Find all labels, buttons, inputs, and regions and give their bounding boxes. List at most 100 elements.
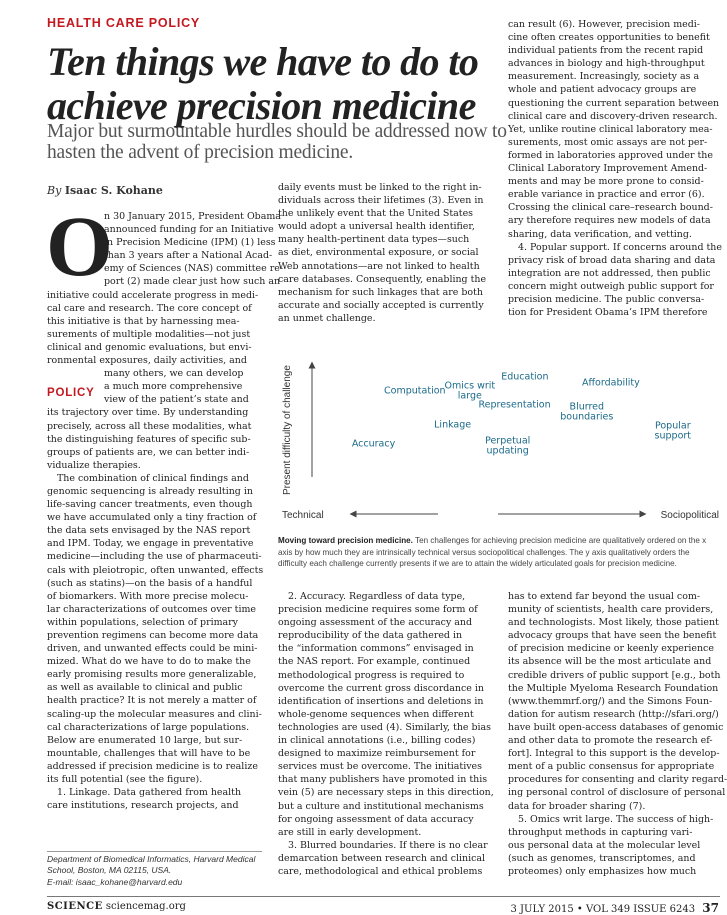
text-line: mized. What do we have to do to make the: [47, 656, 251, 668]
text-line: of precision medicine or keenly experien…: [508, 643, 714, 655]
chart-point-label: Accuracy: [352, 439, 396, 450]
chart-point-label: Representation: [478, 400, 550, 411]
text-line: emy of Sciences (NAS) committee re-: [104, 263, 284, 275]
text-line: has to extend far beyond the usual com-: [508, 591, 701, 602]
caption-body: Ten challenges for achieving precision m…: [278, 536, 707, 568]
text-line: data for broader sharing (7).: [508, 800, 646, 812]
text-line: ongoing assessment of the accuracy and: [278, 617, 473, 629]
text-line: as well as available to clinical and pub…: [47, 682, 243, 694]
text-line: and other data to promote the research e…: [508, 735, 713, 747]
text-line: procedures for consenting and clarity re…: [508, 774, 727, 786]
text-line: its absence will be the most articulate …: [508, 656, 712, 668]
text-line: dation for autism research (http://sfari…: [508, 708, 719, 720]
chart-point-label-line: large: [458, 391, 482, 402]
text-line: within populations, selection of primary: [47, 616, 239, 628]
text-line: dividuals across their lifetimes (3). Ev…: [278, 195, 484, 207]
text-line: precision medicine. The public conversa-: [508, 293, 705, 305]
text-line: mechanism for such linkages that are bot…: [278, 286, 483, 298]
text-line: announced funding for an Initiative: [104, 224, 274, 236]
text-line: the data sets envisaged by the NAS repor…: [47, 525, 251, 537]
text-line: ment of a public consensus for appropria…: [508, 761, 715, 773]
text-line: prevention regimens can become more data: [47, 630, 259, 641]
dek: Major but surmountable hurdles should be…: [47, 121, 507, 163]
text-line: ing personal control of disclosure of pe…: [508, 787, 726, 799]
text-line: the “information commons” envisaged in: [278, 643, 474, 655]
text-line: proteomes) only emphasizes how much: [508, 865, 697, 877]
text-line: Below are enumerated 10 large, but sur-: [47, 734, 243, 746]
text-line: overcome the current gross discordance i…: [278, 682, 484, 694]
column-3: can result (6). However, precision medi-…: [508, 18, 722, 319]
text-line: and IPM. Today, we engage in preventativ…: [47, 538, 254, 550]
text-line: life-saving cancer treatments, even thou…: [47, 499, 253, 511]
text-line: an unmet challenge.: [278, 312, 376, 324]
text-line: identification of insertions and deletio…: [278, 695, 484, 707]
text-line: formed in laboratories approved under th…: [508, 149, 713, 161]
text-line: tion for President Obama’s IPM therefore: [508, 307, 708, 319]
text-line: its full potential (see the figure).: [47, 774, 203, 786]
affiliation-line: School, Boston, MA 02115, USA.: [47, 865, 172, 876]
chart-point-label-line: Perpetual: [485, 436, 530, 447]
chart-point-label-line: Blurred: [570, 402, 605, 413]
text-line: clinical and genomic evaluations, but en…: [47, 341, 252, 353]
text-line: 5. Omics writ large. The success of high…: [518, 813, 714, 825]
byline: By Isaac S. Kohane: [47, 184, 163, 197]
chart-point-label-line: Accuracy: [352, 439, 396, 450]
text-line: integration are not addressed, then publ…: [508, 267, 711, 279]
affiliation-line: E-mail: isaac_kohane@harvard.edu: [47, 876, 183, 887]
chart-point-label-line: updating: [487, 446, 529, 457]
text-line: reproducibility of the data gathered in: [278, 630, 463, 642]
journal-name: SCIENCE: [47, 901, 103, 912]
text-line: accurate and socially accepted is curren…: [278, 299, 484, 311]
text-line: ary therefore requires new models of dat…: [508, 215, 711, 227]
text-line: technologies are used (4). Similarly, th…: [278, 721, 492, 733]
text-line: precision medicine requires some form of: [278, 604, 478, 616]
text-line: initiative could accelerate progress in …: [47, 289, 259, 301]
text-line: of biomarkers. With more precise molecu-: [47, 590, 249, 602]
section-kicker: HEALTH CARE POLICY: [47, 16, 201, 30]
x-axis-right-label: Sociopolitical: [661, 510, 719, 521]
chart-point-label-line: Computation: [384, 386, 446, 397]
text-line: care institutions, research projects, an…: [47, 800, 239, 812]
text-line: have built open-access databases of geno…: [508, 721, 724, 733]
text-line: mountable, challenges that will have to …: [47, 747, 251, 759]
text-line: questioning the current separation betwe…: [508, 97, 720, 109]
text-line: would adopt a universal health identifie…: [278, 221, 475, 233]
text-line: in clinical annotations (i.e., billing c…: [278, 735, 476, 747]
text-line: cal characterizations of large populatio…: [47, 721, 250, 733]
text-line: whole and patient advocacy groups are: [508, 84, 697, 96]
text-line: many health-pertinent data types—such: [278, 234, 470, 246]
text-line: services must be overcome. The initiativ…: [278, 761, 482, 773]
text-line: its trajectory over time. By understandi…: [47, 407, 249, 419]
chart-point-label: Affordability: [582, 378, 640, 389]
footer-right: 3 JULY 2015 • VOL 349 ISSUE 6243 37: [510, 901, 719, 915]
text-line: n 30 January 2015, President Obama: [104, 211, 281, 222]
column-2: daily events must be linked to the right…: [278, 181, 492, 325]
text-line: we have accumulated only a tiny fraction…: [47, 512, 257, 524]
text-line: concern might outweigh public support fo…: [508, 280, 714, 292]
text-line: Web annotations—are not linked to health: [278, 260, 480, 272]
text-line: are still in early development.: [278, 826, 422, 838]
text-line: whole-genome sequences when different: [278, 708, 474, 720]
chart-point-label-line: Linkage: [434, 420, 471, 431]
text-line: and technologists. Most likely, those pa…: [508, 617, 719, 629]
text-line: methodological progress is required to: [278, 669, 465, 681]
figure: Present difficulty of challenge Technica…: [278, 345, 720, 525]
text-line: care, methodological and ethical problem…: [278, 865, 483, 877]
footer-left: SCIENCE sciencemag.org: [47, 901, 186, 912]
text-line: Yet, unlike routine clinical laboratory …: [508, 123, 713, 135]
text-line: advances in biology and high-throughput: [508, 58, 705, 70]
text-line: the unlikely event that the United State…: [278, 208, 473, 220]
text-line: munity of scientists, health care provid…: [508, 604, 714, 616]
text-line: for ongoing assessment of data accuracy: [278, 813, 474, 825]
text-line: advocacy groups that have seen the benef…: [508, 630, 717, 642]
chart-point-label-line: Education: [501, 372, 548, 383]
text-line: in Precision Medicine (IPM) (1) less: [104, 237, 276, 249]
text-line: daily events must be linked to the right…: [278, 182, 482, 193]
text-line: scaling-up the molecular measures and cl…: [47, 708, 262, 720]
text-line: view of the patient’s state and: [104, 394, 249, 406]
text-line: groups of patients are, we can better in…: [47, 446, 250, 458]
text-line: ous personal data at the molecular level: [508, 839, 701, 851]
text-line: 4. Popular support. If concerns around t…: [518, 241, 722, 253]
